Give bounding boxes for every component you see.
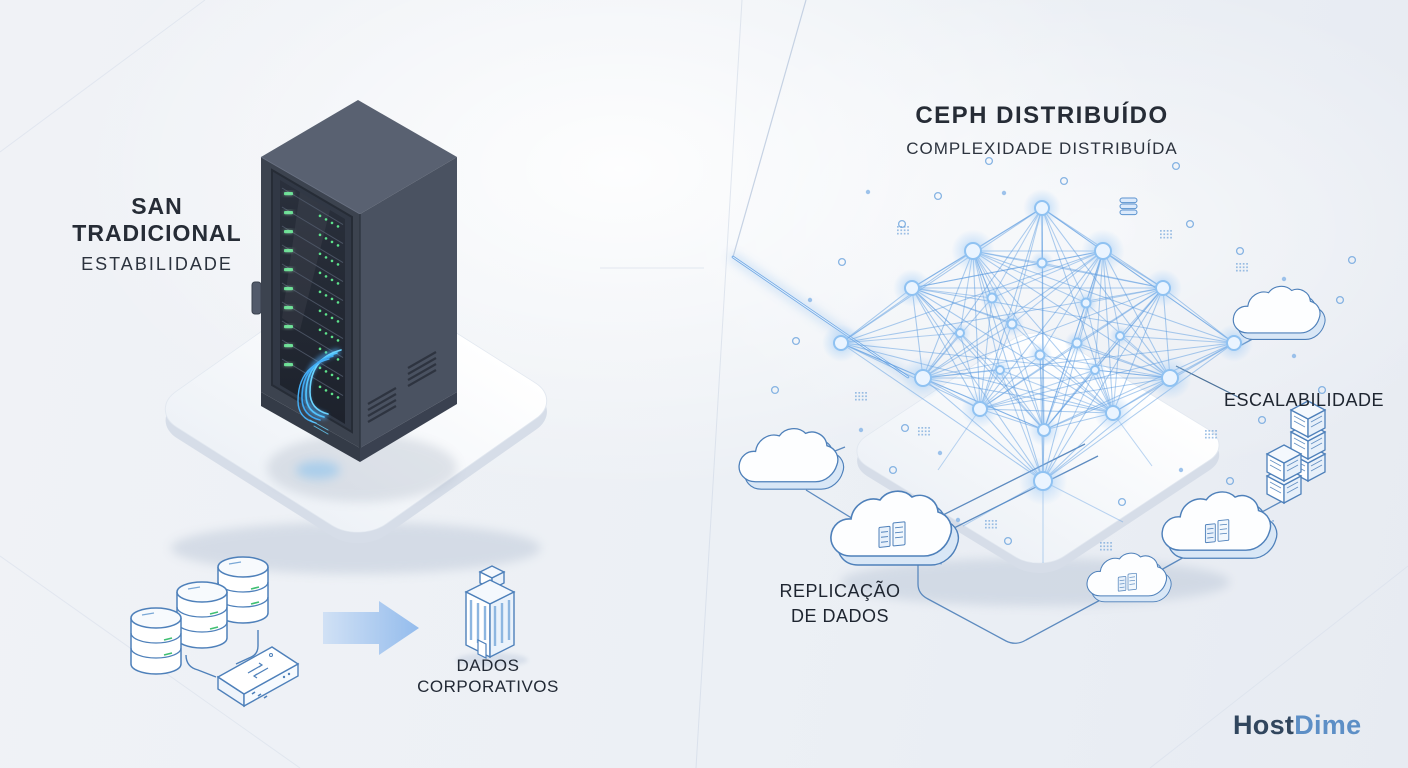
decor-dot [807, 297, 813, 303]
data-bits-block [1160, 230, 1172, 239]
mesh-node [955, 328, 965, 338]
decor-ring [900, 423, 910, 433]
rack-reflection [267, 434, 457, 502]
decor-dot [937, 450, 943, 456]
rack-door-handle [251, 281, 262, 315]
decor-dot [955, 517, 961, 523]
mesh-node [904, 280, 920, 296]
mesh-node [995, 365, 1005, 375]
right-panel-title: CEPH DISTRIBUÍDO COMPLEXIDADE DISTRIBUÍD… [852, 102, 1232, 163]
mesh-node [1034, 200, 1050, 216]
scalability-label: ESCALABILIDADE [1224, 390, 1385, 410]
mesh-node [964, 242, 982, 260]
decor-ring [933, 191, 943, 201]
database-stack-icon [130, 556, 269, 675]
rack-vents [367, 351, 437, 423]
corporate-data-line2: CORPORATIVOS [417, 677, 559, 696]
data-beam-icon [729, 253, 912, 381]
database-mini-icon [1119, 197, 1138, 216]
mesh-node [1090, 365, 1100, 375]
server-rack-icon [251, 100, 457, 462]
replication-label: REPLICAÇÃO DE DADOS [756, 579, 924, 629]
logo-text-secondary: Dime [1294, 710, 1362, 740]
left-subtitle: ESTABILIDADE [81, 254, 233, 274]
corporate-data-line1: DADOS [456, 656, 520, 675]
mesh-node [1037, 423, 1051, 437]
decor-dot [1291, 353, 1297, 359]
decor-ring [1117, 497, 1127, 507]
decor-dot [1281, 276, 1287, 282]
left-panel-title: SAN TRADICIONAL ESTABILIDADE [12, 193, 302, 278]
mesh-node [1161, 369, 1179, 387]
panel-divider [600, 0, 807, 768]
right-title-text: CEPH DISTRIBUÍDO [915, 102, 1169, 129]
decor-ring [837, 257, 847, 267]
mesh-node [972, 401, 988, 417]
decor-ring [791, 336, 801, 346]
network-switch-icon [216, 646, 300, 708]
data-bits-block [1236, 263, 1248, 272]
decor-ring [1171, 161, 1181, 171]
mesh-node [833, 335, 849, 351]
decor-ring [1347, 255, 1357, 265]
right-subtitle: COMPLEXIDADE DISTRIBUÍDA [906, 139, 1178, 158]
mesh-node [1226, 335, 1242, 351]
data-bits-block [1205, 430, 1217, 439]
mesh-node [914, 369, 932, 387]
decor-ring [1257, 415, 1267, 425]
mesh-node [1071, 337, 1083, 349]
replication-label-line2: DE DADOS [790, 606, 890, 626]
data-bits-block [855, 392, 867, 401]
office-building-icon [456, 565, 528, 667]
logo-text-primary: Host [1233, 710, 1295, 740]
decor-ring [1335, 295, 1345, 305]
mesh-node [1034, 349, 1046, 361]
decor-dot [1001, 190, 1007, 196]
mesh-node [1080, 297, 1092, 309]
mesh-node [1105, 405, 1121, 421]
mesh-node [986, 292, 998, 304]
decor-ring [984, 156, 994, 166]
left-title-line1: SAN [131, 193, 183, 219]
server-cubes-icon [1266, 400, 1326, 504]
decor-dot [858, 427, 864, 433]
rack-cables [297, 348, 342, 435]
decor-ring [770, 385, 780, 395]
decor-ring [1225, 476, 1235, 486]
mesh-nodes [822, 189, 1253, 506]
mesh-node [1033, 471, 1053, 491]
data-bits-block [985, 520, 997, 529]
decor-ring [1317, 385, 1327, 395]
mesh-node [1094, 242, 1112, 260]
flow-arrow-icon [323, 601, 419, 655]
mesh-node [1006, 318, 1018, 330]
decor-ring [888, 465, 898, 475]
left-title-line2: TRADICIONAL [72, 220, 242, 246]
data-bits-block [918, 427, 930, 436]
data-bits-block [1100, 542, 1112, 551]
decor-ring [1235, 246, 1245, 256]
decor-ring [1185, 219, 1195, 229]
data-bits-block [897, 226, 909, 235]
decor-ring [1059, 176, 1069, 186]
decor-dot [865, 189, 871, 195]
replication-label-line1: REPLICAÇÃO [779, 581, 901, 601]
mesh-node [1115, 331, 1125, 341]
mesh-node [1036, 257, 1048, 269]
database-connectors [185, 630, 259, 678]
decor-ring [1003, 536, 1013, 546]
rack-server-rows [281, 187, 344, 399]
corporate-data-label: DADOS CORPORATIVOS [398, 655, 578, 697]
decor-dot [1178, 467, 1184, 473]
hostdime-logo: HostDime [1233, 710, 1361, 741]
mesh-node [1155, 280, 1171, 296]
